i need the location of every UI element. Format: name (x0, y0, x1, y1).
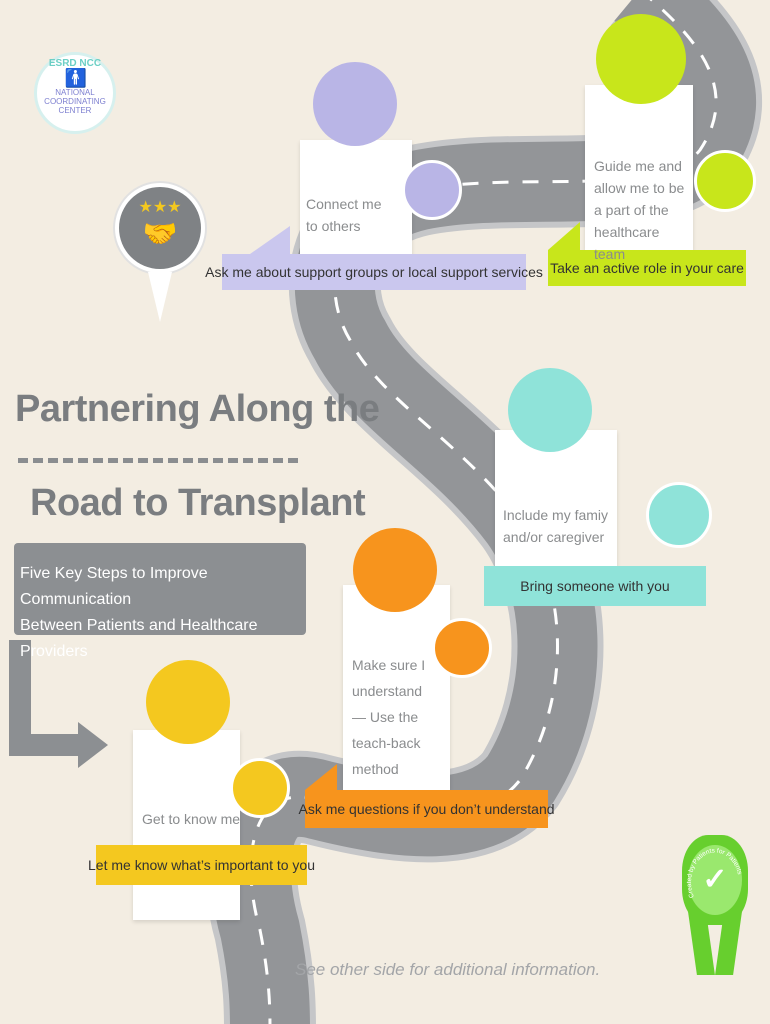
dashed-divider (18, 458, 298, 463)
patient-avatar (596, 14, 686, 104)
patient-avatar (313, 62, 397, 146)
step-banner: Ask me about support groups or local sup… (205, 254, 543, 290)
step-text: Connect me to others (306, 196, 382, 234)
badge-text-ring: Created by Patients for Patients (686, 847, 743, 898)
step-banner: Let me know what’s important to you (88, 845, 315, 885)
subtitle-box: Five Key Steps to Improve Communication … (14, 543, 306, 660)
step-banner: Take an active role in your care (548, 250, 746, 286)
checkmark-icon: ✓ (702, 863, 728, 896)
step-banner: Ask me questions if you don’t understand (298, 790, 555, 828)
step-banner: Bring someone with you (484, 566, 706, 606)
patient-avatar (146, 660, 230, 744)
provider-avatar (694, 150, 756, 212)
footer-note: See other side for additional informatio… (295, 960, 601, 979)
provider-avatar (432, 618, 492, 678)
patient-avatar (353, 528, 437, 612)
step-text: Get to know me (142, 811, 241, 827)
step-card-connect (300, 140, 412, 260)
provider-avatar (230, 758, 290, 818)
patient-avatar (508, 368, 592, 452)
handshake-pin-icon: ★★★🤝 (115, 183, 205, 273)
svg-text:Created by Patients for Patien: Created by Patients for Patients (686, 847, 743, 898)
step-card-understand (343, 585, 450, 790)
provider-avatar (646, 482, 712, 548)
step-card-know (133, 730, 240, 920)
step-text: Make sure I understand — Use the teach-b… (352, 657, 426, 777)
esrd-ncc-logo: ESRD NCC 🚹 NATIONAL COORDINATING CENTER (34, 52, 116, 134)
provider-avatar (402, 160, 462, 220)
step-card-include (495, 430, 617, 570)
title-line-2: Road to Transplant (30, 482, 366, 524)
step-text: Include my famiy and/or caregiver (503, 507, 609, 545)
bent-arrow (9, 640, 80, 756)
title-line-1: Partnering Along the (15, 388, 380, 430)
step-text: Guide me and allow me to be a part of th… (594, 158, 685, 262)
step-card-guide (585, 85, 693, 250)
created-by-patients-badge: ✓ Created by Patients for Patients (680, 835, 750, 975)
